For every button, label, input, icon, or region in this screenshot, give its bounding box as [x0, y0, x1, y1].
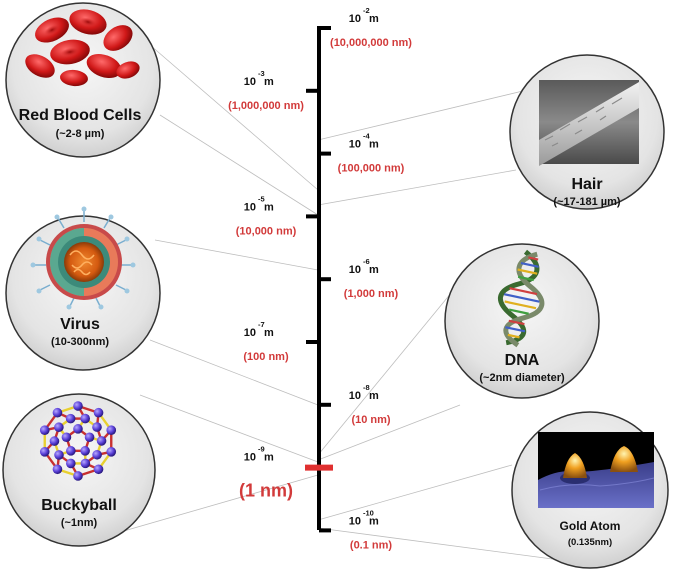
- red-blood-cells-size: (~2-8 µm): [56, 128, 105, 140]
- exponent-base: 10: [349, 139, 361, 151]
- guide-line-rbc-bottom: [159, 114, 319, 216]
- exponent-unit: m: [264, 201, 274, 213]
- guide-line-gold-top: [317, 464, 513, 521]
- exponent-unit: m: [369, 264, 379, 276]
- exponent-power: -6: [363, 257, 370, 266]
- red-blood-cells-title: Red Blood Cells: [19, 107, 142, 124]
- tick-label-group: 10-10m (0.1 nm): [349, 508, 393, 551]
- exponent-base: 10: [244, 201, 256, 213]
- hair-sem-image: [539, 80, 639, 166]
- buckyball-title: Buckyball: [41, 497, 117, 514]
- hair-panel: Hair (~17-181 µm): [509, 54, 665, 210]
- guide-line-hair-top: [317, 89, 528, 141]
- buckyball-size: (~1nm): [61, 517, 98, 529]
- exponent-power: -5: [258, 194, 265, 203]
- guide-line-rbc-top: [149, 44, 319, 191]
- virus-panel: Virus (10-300nm): [5, 206, 161, 371]
- gold-atom-stm-image: [538, 432, 655, 508]
- nanometer-value: (1,000,000 nm): [228, 100, 304, 112]
- guide-line-buckyball-bottom: [109, 474, 319, 536]
- exponent-unit: m: [369, 13, 379, 25]
- guide-line-buckyball-top: [139, 394, 319, 463]
- exponent-power: -9: [258, 445, 265, 454]
- guide-lines: [109, 44, 561, 561]
- exponent-unit: m: [264, 327, 274, 339]
- exponent-base: 10: [349, 13, 361, 25]
- exponent-unit: m: [369, 515, 379, 527]
- exponent-base: 10: [244, 76, 256, 88]
- tick-label-group: 10-5m (10,000 nm): [236, 194, 297, 237]
- exponent-base: 10: [349, 390, 361, 402]
- scale-labels: 10-2m(10,000,000 nm)10-3m(1,000,000 nm)1…: [228, 6, 412, 551]
- guide-line-dna-bottom: [317, 404, 461, 461]
- tick-label-group: 10-4m (100,000 nm): [338, 132, 405, 175]
- virus-title: Virus: [60, 316, 100, 333]
- gold-atom-title: Gold Atom: [560, 519, 621, 533]
- exponent-base: 10: [349, 515, 361, 527]
- dna-title: DNA: [505, 352, 540, 369]
- nanometer-value: (10 nm): [351, 414, 390, 426]
- red-blood-cells-panel: Red Blood Cells (~2-8 µm): [5, 2, 161, 158]
- exponent-base: 10: [244, 452, 256, 464]
- guide-line-gold-bottom: [317, 527, 561, 561]
- dna-size: (~2nm diameter): [479, 372, 565, 384]
- scale-ticks: [305, 26, 333, 533]
- exponent-power: -3: [258, 69, 265, 78]
- red-blood-cells-icon: [25, 9, 140, 87]
- exponent-power: -8: [363, 383, 370, 392]
- guide-line-dna-top: [317, 269, 471, 456]
- nanometer-value: (100 nm): [243, 351, 289, 363]
- buckyball-panel: Buckyball (~1nm): [2, 393, 156, 547]
- nanometer-value: (1,000 nm): [344, 288, 399, 300]
- exponent-power: -10: [363, 508, 374, 517]
- tick-label-group: 10-3m (1,000,000 nm): [228, 69, 304, 112]
- exponent-power: -4: [363, 132, 370, 141]
- nanometer-value: (10,000 nm): [236, 225, 297, 237]
- tick-label-group: 10-8m (10 nm): [349, 383, 391, 426]
- tick-label-group: 10-7m (100 nm): [243, 320, 289, 363]
- hair-size: (~17-181 µm): [553, 196, 621, 208]
- nanometer-value: (0.1 nm): [350, 539, 393, 551]
- exponent-base: 10: [349, 264, 361, 276]
- exponent-unit: m: [369, 139, 379, 151]
- guide-line-hair-bottom: [317, 169, 517, 206]
- nanometer-value: (10,000,000 nm): [330, 37, 412, 49]
- exponent-unit: m: [264, 76, 274, 88]
- exponent-power: -7: [258, 320, 265, 329]
- gold-atom-size: (0.135nm): [568, 537, 612, 548]
- guide-line-virus-bottom: [149, 339, 319, 406]
- virus-size: (10-300nm): [51, 336, 109, 348]
- nanometer-value: (100,000 nm): [338, 163, 405, 175]
- nanometer-value: (1 nm): [239, 481, 293, 501]
- dna-helix-image: [498, 249, 545, 348]
- tick-label-group: 10-6m (1,000 nm): [344, 257, 399, 300]
- guide-line-virus-top: [154, 239, 319, 271]
- exponent-unit: m: [264, 452, 274, 464]
- gold-atom-panel: Gold Atom (0.135nm): [511, 411, 669, 569]
- tick-label-group: 10-9m (1 nm): [239, 445, 293, 501]
- exponent-unit: m: [369, 390, 379, 402]
- tick-label-group: 10-2m (10,000,000 nm): [330, 6, 412, 49]
- buckyball-image: [39, 401, 117, 481]
- dna-panel: DNA (~2nm diameter): [444, 243, 600, 399]
- hair-title: Hair: [571, 176, 602, 193]
- exponent-power: -2: [363, 6, 370, 15]
- dna-circle: [444, 243, 600, 399]
- virus-image: [30, 206, 136, 310]
- exponent-base: 10: [244, 327, 256, 339]
